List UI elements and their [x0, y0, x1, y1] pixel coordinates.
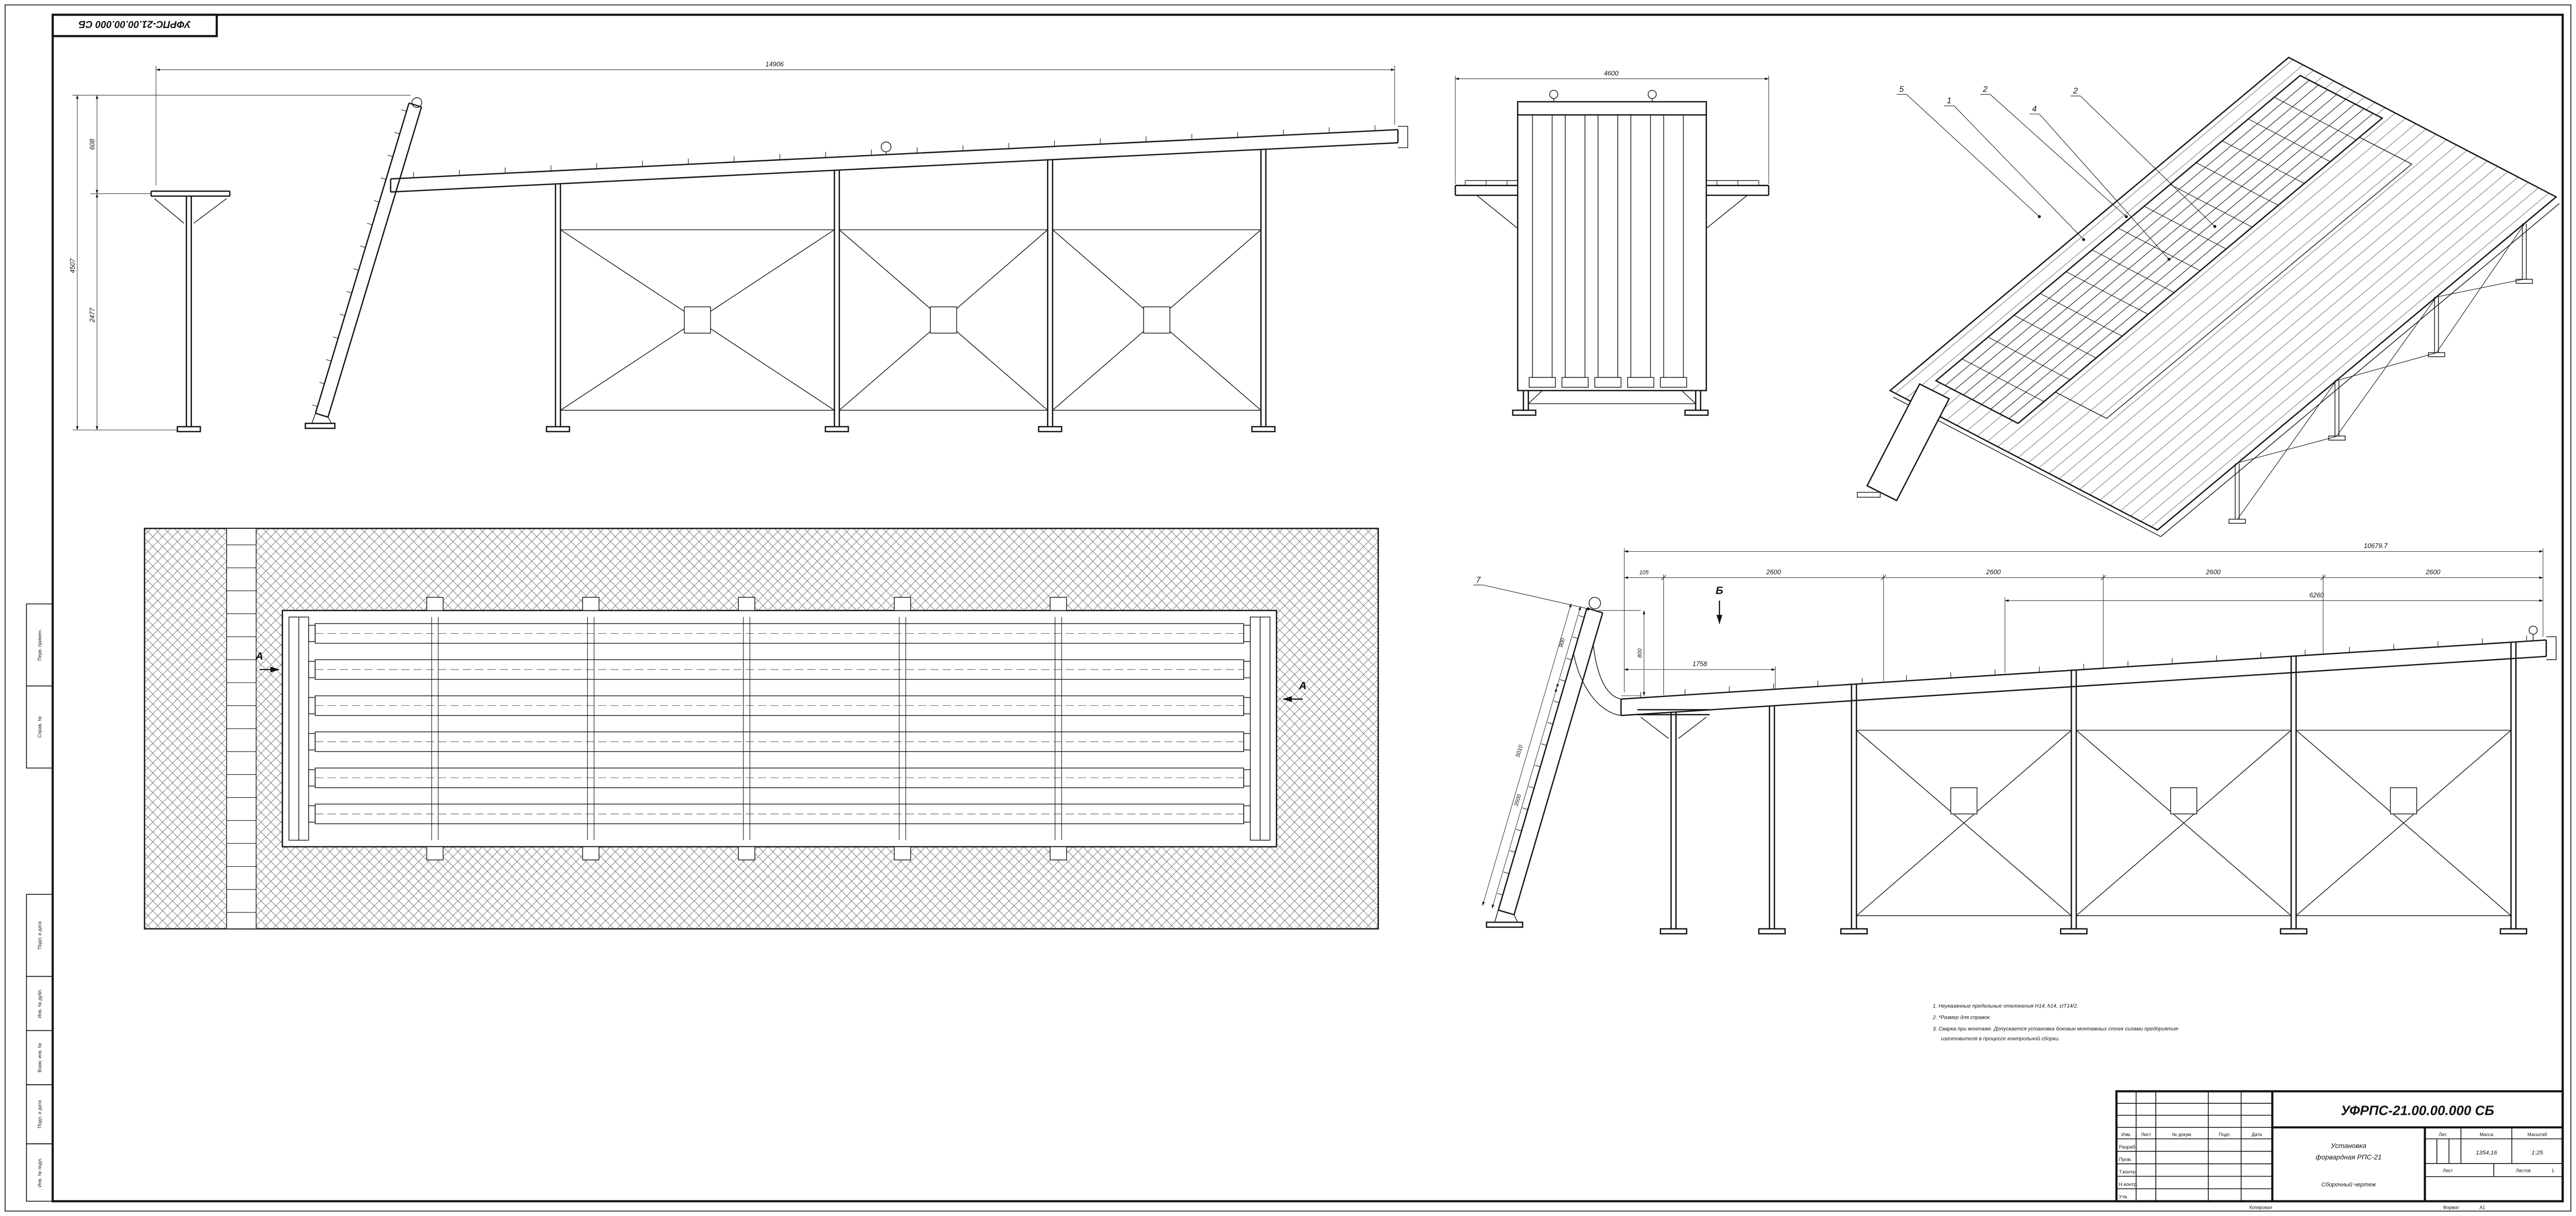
stamp-row-label: Разраб.: [2119, 1144, 2137, 1150]
stamp-hdr-list: Лист: [2141, 1132, 2151, 1137]
stamp-name-line1: Установка: [2331, 1142, 2366, 1150]
dim-label: 900: [1558, 637, 1566, 648]
sheet-border: [5, 4, 2571, 1212]
copied-label: Копировал: [2249, 1205, 2272, 1210]
sheet-frame: УФРПС-21.00.00.000 СБ Перв. примен. Спра…: [5, 4, 2571, 1212]
support-trusses: [1758, 641, 2528, 935]
format-value: А1: [2479, 1205, 2485, 1210]
view-side-elevation: 14906 4507 2477 608: [69, 61, 1409, 432]
plan-cross-ties: [426, 597, 1067, 860]
stamp-lit-label: Лит.: [2439, 1132, 2447, 1137]
iso-callouts: 5 1 2 4 2: [1896, 85, 2216, 261]
margin-col-label: Инв. № дубл.: [37, 989, 42, 1018]
left-margin-columns: Перв. примен. Справ. № Подп. и дата Инв.…: [26, 603, 53, 1202]
dim-label: 4600: [1604, 70, 1618, 77]
dim-label: 2600: [2425, 569, 2440, 576]
plan-conveyor-lanes: [308, 623, 1251, 825]
dim-label: 4507: [69, 258, 76, 273]
dim-label: 2600: [1766, 569, 1781, 576]
plan-walkway-rungs: [226, 544, 256, 913]
dim-label: 10679.7: [2364, 542, 2388, 550]
view-side-dimensioned: 10679.7 105 2600 2600 2600 2600 6260 175…: [1473, 542, 2557, 935]
incline-section: [305, 97, 422, 429]
conveyor-idler-ticks: [413, 125, 1375, 178]
margin-col-label: Справ. №: [37, 716, 42, 738]
view-isometric: 5 1 2 4 2: [1856, 57, 2560, 537]
margin-col-label: Взам. инв. №: [37, 1043, 42, 1072]
dim-label: 5010: [1515, 744, 1524, 758]
note-line: изготовителя в процессе контрольной сбор…: [1941, 1036, 2060, 1042]
view-arrow-label: Б: [1716, 585, 1724, 597]
format-label: Формат: [2443, 1205, 2459, 1210]
stamp-name-line2: форвардная РПС-21: [2316, 1153, 2381, 1161]
section-label: А: [1299, 680, 1307, 692]
iso-platform: [1889, 57, 2557, 531]
note-line: 3. Сварка при монтаже. Допускается устан…: [1933, 1026, 2180, 1032]
dim-label: 2600: [2206, 569, 2221, 576]
support-trusses: [546, 149, 1276, 432]
stamp-hdr-izm: Изм.: [2122, 1132, 2131, 1137]
note-line: 1. Неуказанные предельные отклонения Н14…: [1933, 1003, 2078, 1009]
callout-number: 4: [2032, 105, 2037, 114]
note-line: 2. *Размер для справок.: [1932, 1015, 1991, 1021]
stamp-row-label: Т.контр.: [2119, 1169, 2137, 1175]
dim-label: 14906: [765, 61, 784, 68]
dim-label: 1758: [1692, 661, 1707, 668]
cantilever-support: [150, 190, 231, 432]
title-block: УФРПС-21.00.00.000 СБ Установка форвардн…: [2115, 1090, 2564, 1203]
top-designation-text: УФРПС-21.00.00.000 СБ: [78, 18, 190, 29]
dim-label: 6260: [2309, 592, 2324, 599]
stamp-sheets-value: 1: [2552, 1168, 2554, 1173]
callout-number: 7: [1476, 576, 1481, 584]
section-marks: А А: [255, 650, 1307, 702]
dim-label: 105: [1640, 570, 1649, 576]
callout-number: 1: [1947, 97, 1951, 105]
iso-conveyor-ribs: [1962, 97, 2357, 402]
stamp-designation: УФРПС-21.00.00.000 СБ: [2341, 1104, 2495, 1118]
dim-label: 2600: [1986, 569, 2001, 576]
stamp-scale-value: 1:25: [2531, 1150, 2543, 1156]
margin-col-label: Подп. и дата: [37, 1100, 42, 1128]
view-end-elevation: 4600: [1454, 70, 1770, 416]
conveyor-idler-ticks: [1640, 635, 2527, 698]
dim-label: 608: [89, 139, 96, 150]
incline-section: [1485, 597, 1621, 928]
incline-cleats: [312, 109, 407, 407]
stamp-doc-type: Сборочный чертеж: [2321, 1182, 2376, 1188]
technical-notes: 1. Неуказанные предельные отклонения Н14…: [1932, 1003, 2180, 1042]
view-plan: А А: [144, 527, 1379, 930]
incline-cleats: [1497, 615, 1585, 896]
stamp-sheets-label: Листов: [2516, 1168, 2531, 1173]
stamp-scale-label: Масштаб: [2527, 1132, 2547, 1137]
callout-number: 2: [1982, 85, 1988, 94]
top-designation-box: УФРПС-21.00.00.000 СБ: [51, 13, 218, 37]
iso-platform-hatch: [1890, 57, 2556, 530]
callout-number: 5: [1899, 85, 1904, 94]
margin-col-label: Подп. и дата: [37, 921, 42, 949]
stamp-row-label: Утв.: [2119, 1194, 2128, 1200]
stamp-row-label: Пров.: [2119, 1157, 2132, 1163]
section-label: А: [255, 650, 264, 662]
callout-number: 2: [2073, 87, 2078, 95]
stamp-hdr-date: Дата: [2252, 1132, 2262, 1137]
plan-conveyor-area: [281, 609, 1277, 848]
stamp-sheet-label: Лист: [2443, 1168, 2453, 1173]
dim-label: 3500: [1513, 794, 1522, 807]
margin-col-label: Инв. № подл.: [37, 1158, 42, 1187]
stamp-row-label: Н.контр.: [2119, 1182, 2138, 1187]
stamp-hdr-doc: № докум.: [2172, 1132, 2192, 1137]
iso-incline: [1866, 383, 1950, 502]
stamp-mass-value: 1354,16: [2476, 1150, 2498, 1156]
dim-label: 800: [1637, 648, 1643, 658]
cantilever-support: [1637, 709, 1710, 935]
stamp-hdr-sign: Подп.: [2219, 1132, 2231, 1137]
stamp-mass-label: Масса: [2479, 1132, 2493, 1137]
conveyor-band: [390, 125, 1409, 193]
iso-support-legs: [2228, 223, 2533, 524]
dim-label: 2477: [89, 307, 96, 323]
strand-assembly: [1517, 90, 1707, 391]
conveyor-band: [1620, 625, 2557, 716]
margin-col-label: Перв. примен.: [37, 629, 42, 661]
